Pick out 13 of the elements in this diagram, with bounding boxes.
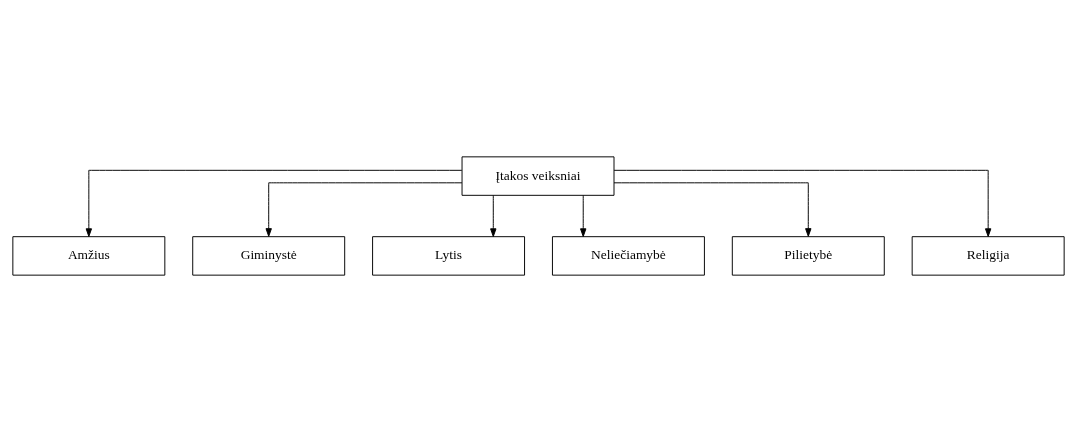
arrow: [85, 169, 463, 237]
node-box: Religija: [911, 235, 1065, 276]
node-box: Giminystė: [192, 235, 346, 276]
node-box: Amžius: [12, 235, 166, 276]
node-box: Pilietybė: [731, 235, 885, 276]
arrow: [490, 194, 497, 237]
node-box: Lytis: [372, 235, 526, 276]
node-box: Neliečiamybė: [551, 235, 705, 276]
node-box: Įtakos veiksniai: [461, 155, 615, 196]
arrow: [580, 194, 587, 237]
arrow: [613, 181, 812, 237]
arrow: [265, 181, 463, 237]
arrow: [613, 169, 992, 237]
